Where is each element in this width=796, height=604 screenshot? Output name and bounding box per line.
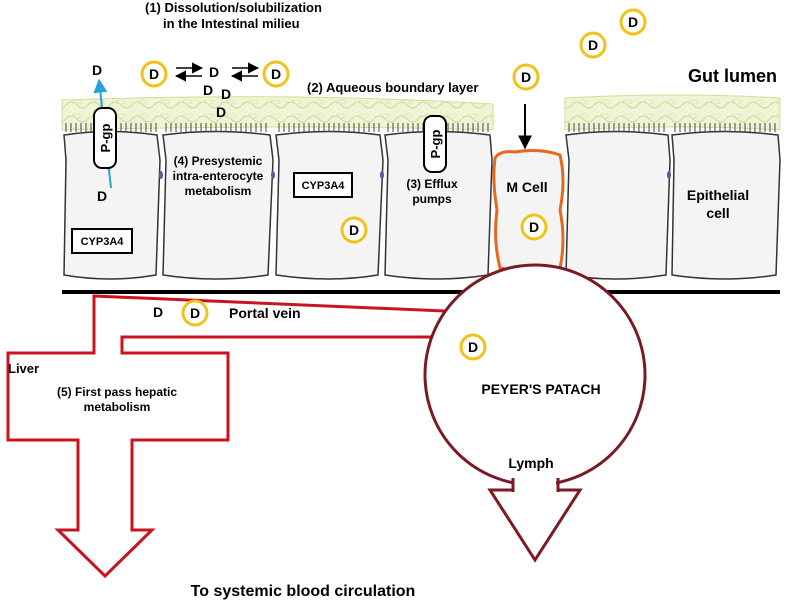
step3-label-line1: (3) Efflux [406,177,458,191]
lymph-label: Lymph [508,455,553,471]
drug-circle: D [459,333,487,361]
step4-label-line1: (4) Presystemic [174,154,263,168]
cyp3a4-box-2: CYP3A4 [293,172,353,198]
drug-molecules-circled: D D D D D D D D D [140,8,647,361]
step4-label-line2: intra-enterocyte [173,169,264,183]
equilibrium-arrows [174,62,260,82]
epithelial-cell-label-line2: cell [706,205,729,221]
gut-lumen-label: Gut lumen [688,66,777,86]
pgp-label-1: P-gp [98,124,113,153]
drug-free: D [153,304,163,320]
drug-molecules-free: D D D D D D D [92,62,231,320]
step1-label-line2: in the Intestinal milieu [163,16,300,31]
epithelial-cell-label-line1: Epithelial [687,187,749,203]
systemic-circulation-label: To systemic blood circulation [191,583,416,600]
pgp-transporter-2: P-gp [423,115,447,173]
portal-vein-path [6,294,469,579]
drug-free: D [97,188,107,204]
m-cell-label: M Cell [506,179,547,195]
mucus-layer [61,94,781,131]
drug-free: D [221,86,231,102]
cell-3 [275,130,384,280]
lymph-neck-mask [514,470,556,492]
pgp-label-2: P-gp [428,130,443,159]
step5-label-line1: (5) First pass hepatic [57,385,177,399]
drug-circle: D [181,299,209,327]
drug-circle: D [262,60,290,88]
drug-free: D [203,82,213,98]
pgp-transporter-1: P-gp [93,107,117,169]
cyp3a4-box-1: CYP3A4 [71,228,133,254]
svg-text:D: D [271,66,281,82]
cell-6 [565,130,671,280]
svg-text:D: D [190,305,200,321]
step1-label-line1: (1) Dissolution/solubilization [145,0,322,15]
svg-text:D: D [521,69,531,85]
m-cell [492,149,565,274]
liver-label: Liver [8,361,39,376]
tight-junctions [159,171,671,179]
cyp3a4-label-1: CYP3A4 [81,236,125,248]
drug-free: D [216,104,226,120]
peyers-patch-circle [423,263,647,487]
step4-label-line3: metabolism [185,184,252,198]
drug-free: D [92,62,102,78]
svg-text:D: D [628,14,638,30]
peyers-patch-label: PEYER'S PATACH [481,381,600,397]
portal-vein-label: Portal vein [229,305,301,321]
step2-label: (2) Aqueous boundary layer [307,80,478,95]
step3-label-line2: pumps [412,192,452,206]
svg-text:D: D [529,219,539,235]
cyp3a4-label-2: CYP3A4 [302,180,346,192]
drug-free: D [209,64,219,80]
step5-label-line2: metabolism [84,400,151,414]
drug-circle: D [140,60,168,88]
drug-circle: D [619,8,647,36]
drug-circle: D [340,216,368,244]
drug-circle: D [520,213,548,241]
drug-circle: D [512,63,540,91]
drug-circle: D [579,31,607,59]
svg-text:D: D [588,37,598,53]
svg-text:D: D [468,339,478,355]
cell-7 [671,130,781,280]
svg-text:D: D [149,66,159,82]
svg-text:D: D [349,222,359,238]
